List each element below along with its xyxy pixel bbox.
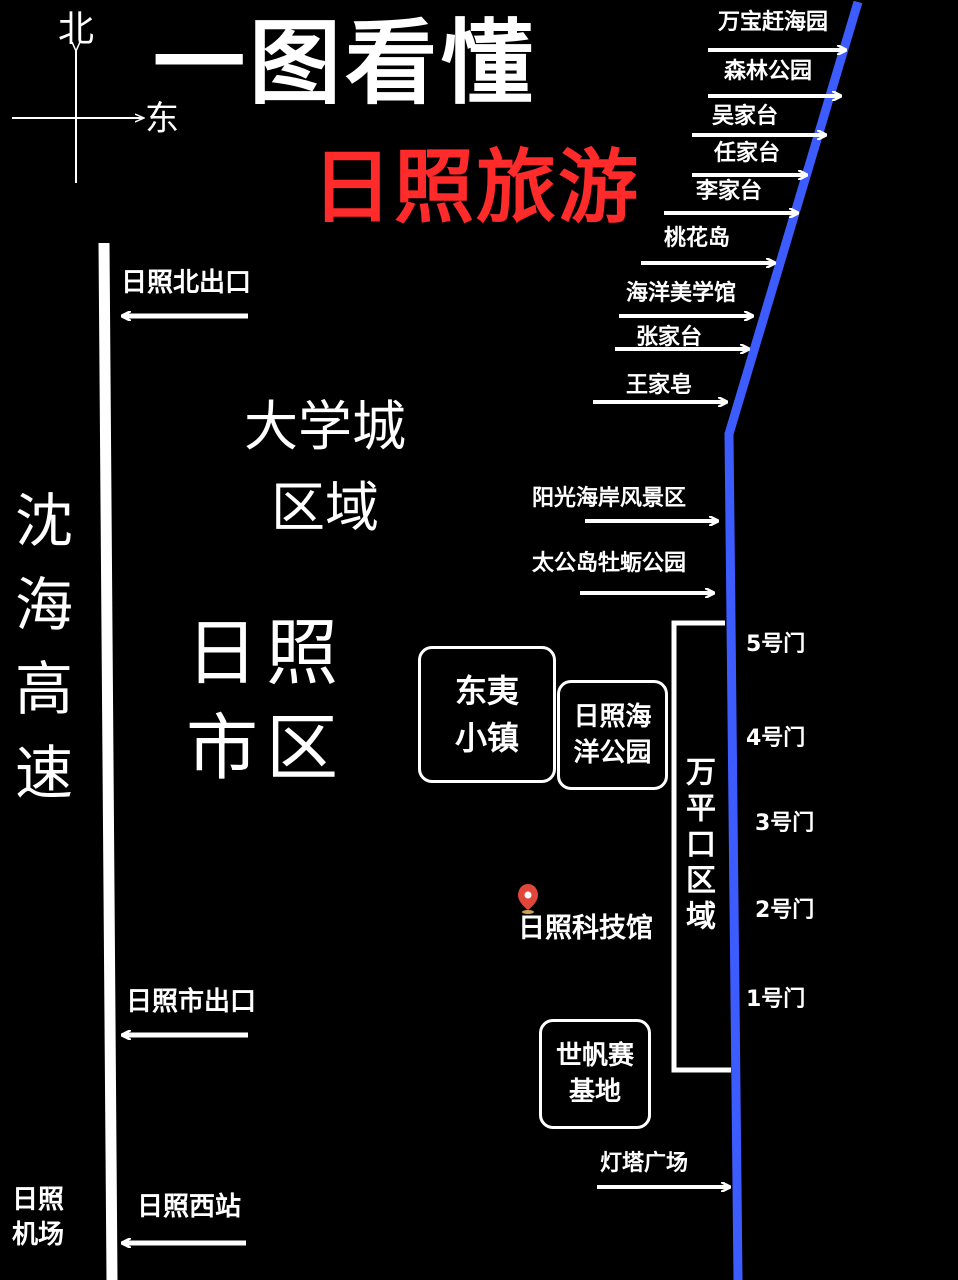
compass-east-label: 东 xyxy=(145,99,179,139)
coast-spot-label: 李家台 xyxy=(696,179,763,204)
science-museum-label: 日照科技馆 xyxy=(518,913,653,944)
page-subtitle: 日照旅游 xyxy=(312,141,640,234)
coast-spot-label: 海洋美学馆 xyxy=(626,281,737,306)
coast-spot-label: 张家台 xyxy=(636,325,703,350)
gate-label: 5号门 xyxy=(746,632,806,657)
airport-label: 日照 机场 xyxy=(12,1185,65,1251)
sailing-base-box: 世帆赛 基地 xyxy=(539,1019,651,1129)
highway-label: 沈海高速 xyxy=(5,490,73,826)
ocean-park-box: 日照海 洋公园 xyxy=(557,680,668,790)
coast-spot-label: 任家台 xyxy=(714,141,781,166)
dongyi-town-label: 东夷 小镇 xyxy=(454,672,519,757)
coast-spot-label: 桃花岛 xyxy=(664,226,731,251)
coast-spot-label: 阳光海岸风景区 xyxy=(532,486,687,511)
coast-spot-label: 吴家台 xyxy=(712,104,779,129)
gate-label: 2号门 xyxy=(755,898,815,923)
sailing-base-label: 世帆赛 基地 xyxy=(555,1040,634,1107)
gate-label: 3号门 xyxy=(755,811,815,836)
coast-spot-label: 太公岛牡蛎公园 xyxy=(532,551,687,576)
wanpingkou-area-outline xyxy=(671,620,731,1073)
downtown-area-label: 日照 市区 xyxy=(186,611,347,791)
coast-spot-label: 灯塔广场 xyxy=(600,1151,689,1176)
gate-label: 1号门 xyxy=(746,987,806,1012)
exit-label-north: 日照北出口 xyxy=(121,268,252,298)
dongyi-town-box: 东夷 小镇 xyxy=(418,646,556,783)
coast-spot-label: 万宝赶海园 xyxy=(718,10,829,35)
university-area-label: 大学城 区域 xyxy=(244,395,406,539)
coast-spot-label: 森林公园 xyxy=(724,59,813,84)
exit-label-west-station: 日照西站 xyxy=(137,1192,242,1222)
coastline xyxy=(724,0,863,1280)
wanpingkou-area-label: 万平口区域 xyxy=(680,756,715,936)
highway-line xyxy=(98,242,118,1280)
exit-label-city: 日照市出口 xyxy=(126,987,257,1017)
coast-spot-label: 王家皂 xyxy=(626,373,693,398)
compass-north-label: 北 xyxy=(58,9,95,50)
gate-label: 4号门 xyxy=(746,726,806,751)
location-pin-icon xyxy=(518,884,538,914)
ocean-park-label: 日照海 洋公园 xyxy=(573,701,652,768)
page-title: 一图看懂 xyxy=(153,10,538,117)
